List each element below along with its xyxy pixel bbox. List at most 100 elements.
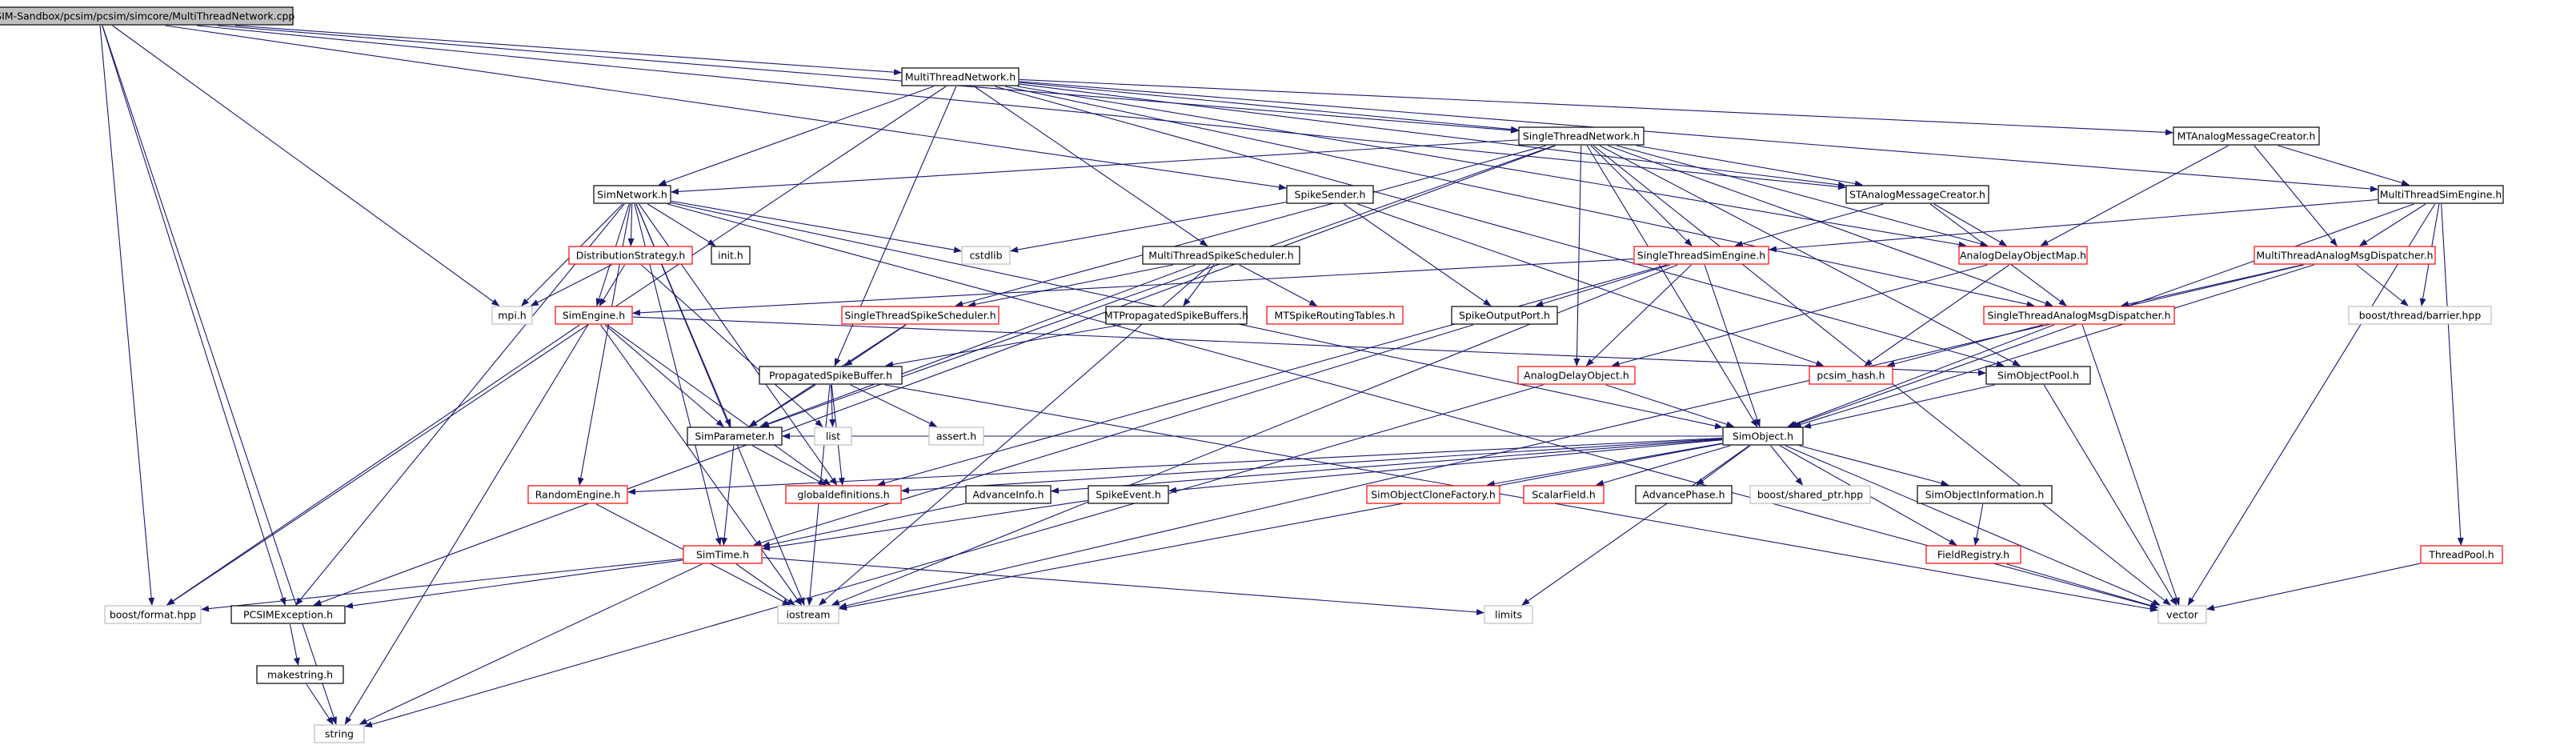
edge-mtpsb-to-psb <box>885 324 1121 368</box>
node-stn[interactable]: SingleThreadNetwork.h <box>1518 126 1645 146</box>
node-box-mtsrt <box>1266 306 1404 325</box>
node-threadpool[interactable]: ThreadPool.h <box>2420 545 2503 564</box>
node-limits: limits <box>1484 605 1533 624</box>
node-stse[interactable]: SingleThreadSimEngine.h <box>1633 246 1769 265</box>
edge-stamd-to-simobject <box>1787 324 2054 427</box>
node-box-adom <box>1958 246 2088 265</box>
node-mtamd[interactable]: MultiThreadAnalogMsgDispatcher.h <box>2253 246 2436 265</box>
edge-stn-to-stamd <box>1608 145 2053 306</box>
node-sop[interactable]: SpikeOutputPort.h <box>1451 306 1558 325</box>
node-box-ado <box>1517 366 1636 385</box>
node-label-mtamc: MTAnalogMessageCreator.h <box>2177 130 2316 142</box>
node-simparam[interactable]: SimParameter.h <box>687 427 783 446</box>
edge-stse-to-simengine <box>632 258 1634 316</box>
edge-stn-to-simnet <box>671 139 1519 195</box>
node-box-root <box>0 6 294 26</box>
node-box-simparam <box>687 427 783 446</box>
node-ado[interactable]: AnalogDelayObject.h <box>1517 366 1636 385</box>
edge-ado-to-string <box>364 384 1544 728</box>
edge-mtamd-to-stamd <box>2121 264 2303 307</box>
node-label-advphase: AdvancePhase.h <box>1642 489 1725 501</box>
node-label-barrier: boost/thread/barrier.hpp <box>2359 310 2482 322</box>
node-box-simtime <box>683 545 763 564</box>
node-box-makestring <box>256 665 344 684</box>
edge-mtamd-to-barrier <box>2356 264 2409 306</box>
edge-mtn-to-stamc <box>1019 83 1846 188</box>
edge-stn-to-adom <box>1617 145 1989 247</box>
node-soinfo[interactable]: SimObjectInformation.h <box>1917 485 2053 504</box>
edge-mtn-to-sopool <box>995 86 2005 367</box>
node-label-assert: assert.h <box>936 431 976 443</box>
node-label-bformat: boost/format.hpp <box>110 609 196 621</box>
node-stamd[interactable]: SingleThreadAnalogMsgDispatcher.h <box>1983 306 2175 325</box>
node-pcsimhash[interactable]: pcsim_hash.h <box>1809 366 1893 385</box>
node-stamc[interactable]: STAnalogMessageCreator.h <box>1845 185 1989 204</box>
edge-simengine-to-simparam <box>604 324 724 427</box>
node-label-threadpool: ThreadPool.h <box>2428 549 2494 561</box>
edge-simobject-to-iostream <box>839 443 1723 611</box>
node-spikeevent[interactable]: SpikeEvent.h <box>1088 485 1169 504</box>
edge-spikesender-to-sop <box>1344 203 1492 306</box>
node-socf[interactable]: SimObjectCloneFactory.h <box>1366 485 1500 504</box>
node-mtsrt[interactable]: MTSpikeRoutingTables.h <box>1266 306 1404 325</box>
node-pcsimexc[interactable]: PCSIMException.h <box>230 605 346 624</box>
node-simtime[interactable]: SimTime.h <box>683 545 763 564</box>
edge-simengine-to-string <box>344 324 589 725</box>
node-box-soinfo <box>1917 485 2053 504</box>
node-label-mtamd: MultiThreadAnalogMsgDispatcher.h <box>2256 250 2433 262</box>
node-mtpsb[interactable]: MTPropagatedSpikeBuffers.h <box>1104 306 1248 325</box>
node-fieldreg[interactable]: FieldRegistry.h <box>1925 545 2021 564</box>
node-box-list <box>814 427 852 446</box>
edge-psb-to-list <box>829 384 836 427</box>
edge-mtamc-to-mtse <box>2278 145 2410 186</box>
node-globaldef[interactable]: globaldefinitions.h <box>785 485 902 504</box>
node-box-sopool <box>1985 366 2091 385</box>
node-simengine[interactable]: SimEngine.h <box>555 306 633 325</box>
node-spikesender[interactable]: SpikeSender.h <box>1286 185 1374 204</box>
node-adom[interactable]: AnalogDelayObjectMap.h <box>1958 246 2088 265</box>
node-root[interactable]: /home/tnatschl/PCSIM-Sandbox/pcsim/pcsim… <box>0 6 294 26</box>
edge-spikesender-to-cstdlib <box>1010 202 1287 253</box>
node-psb[interactable]: PropagatedSpikeBuffer.h <box>759 366 903 385</box>
edge-fieldreg-to-vector <box>2006 563 2158 609</box>
edge-stamc-to-stse <box>1734 203 1884 247</box>
node-label-mpi: mpi.h <box>498 310 526 322</box>
node-mtamc[interactable]: MTAnalogMessageCreator.h <box>2173 126 2320 146</box>
edge-soinfo-to-fieldreg <box>1973 503 1984 546</box>
node-advphase[interactable]: AdvancePhase.h <box>1635 485 1733 504</box>
node-label-mtsrt: MTSpikeRoutingTables.h <box>1275 310 1396 322</box>
node-box-stamd <box>1983 306 2175 325</box>
edge-root-to-pcsimexc <box>102 25 286 606</box>
edge-simtime-to-bformat <box>201 558 683 612</box>
edge-sopool-to-simobject <box>1803 384 1995 429</box>
node-simobject[interactable]: SimObject.h <box>1722 427 1804 446</box>
node-diststrat[interactable]: DistributionStrategy.h <box>568 246 693 265</box>
node-sopool[interactable]: SimObjectPool.h <box>1985 366 2091 385</box>
node-mtn[interactable]: MultiThreadNetwork.h <box>901 67 1020 86</box>
edge-simobject-to-spikeevent <box>1168 439 1723 494</box>
node-scalarfield[interactable]: ScalarField.h <box>1523 485 1604 504</box>
node-init[interactable]: init.h <box>711 246 751 265</box>
edge-stse-to-ado <box>1585 264 1692 366</box>
node-label-simobject: SimObject.h <box>1733 431 1793 443</box>
node-box-scalarfield <box>1523 485 1604 504</box>
node-label-pcsimexc: PCSIMException.h <box>243 609 333 621</box>
node-advinfo[interactable]: AdvanceInfo.h <box>965 485 1052 504</box>
node-label-root: /home/tnatschl/PCSIM-Sandbox/pcsim/pcsim… <box>0 10 294 22</box>
edge-simnet-to-pcsimexc <box>295 203 625 606</box>
edge-simobject-to-socf <box>1486 443 1723 487</box>
node-box-bformat <box>104 605 202 624</box>
edge-simnet-to-init <box>647 203 716 246</box>
node-rng[interactable]: RandomEngine.h <box>527 485 628 504</box>
edge-psb-to-vector <box>884 384 2158 612</box>
node-makestring[interactable]: makestring.h <box>256 665 344 684</box>
edge-mtss-to-simparam <box>759 264 1196 427</box>
edge-threadpool-to-vector <box>2206 563 2421 611</box>
node-simnet[interactable]: SimNetwork.h <box>593 185 671 204</box>
node-mtse[interactable]: MultiThreadSimEngine.h <box>2378 185 2504 204</box>
node-mtss[interactable]: MultiThreadSpikeScheduler.h <box>1142 246 1300 265</box>
node-box-mtamc <box>2173 126 2320 146</box>
node-box-psb <box>759 366 903 385</box>
node-label-simnet: SimNetwork.h <box>597 189 667 201</box>
node-stss[interactable]: SingleThreadSpikeScheduler.h <box>841 306 1000 325</box>
